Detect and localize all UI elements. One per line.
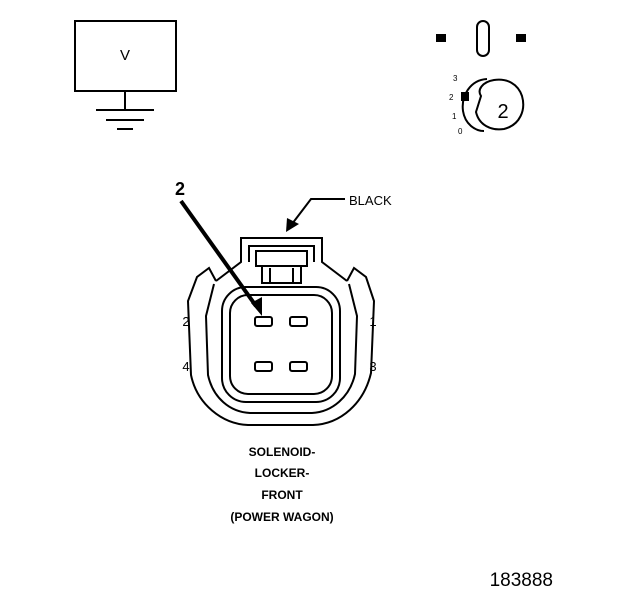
- selector-pos-2: 2: [449, 93, 454, 102]
- connector-name: SOLENOID- LOCKER- FRONT (POWER WAGON): [230, 445, 333, 524]
- ground-icon: [96, 109, 154, 130]
- pin-label-1: 1: [369, 314, 376, 329]
- selector-pos-1: 1: [452, 112, 457, 121]
- connector-name-line-2: LOCKER-: [255, 466, 310, 480]
- pin-label-2: 2: [182, 314, 189, 329]
- pin-label-3: 3: [369, 359, 376, 374]
- selector-pos-3: 3: [453, 74, 458, 83]
- connector-color-label: BLACK: [349, 193, 392, 208]
- selector-pos-0: 0: [458, 127, 463, 136]
- connector-name-line-4: (POWER WAGON): [230, 510, 333, 524]
- pin-cavities: [254, 316, 308, 372]
- connector-name-line-3: FRONT: [261, 488, 303, 502]
- connector-body: [186, 237, 376, 426]
- pin-cavity-4: [254, 361, 273, 372]
- pin-cavity-3: [289, 361, 308, 372]
- voltmeter-label: V: [120, 47, 130, 64]
- pin-cavity-2: [254, 316, 273, 327]
- pin-callout: 2: [175, 179, 262, 316]
- voltmeter-symbol: V: [74, 20, 177, 130]
- figure-number: 183888: [490, 570, 553, 591]
- pin-label-4: 4: [182, 359, 189, 374]
- selector-dial-icon: 3 2 1 0 2: [449, 74, 525, 136]
- connector-name-line-1: SOLENOID-: [249, 445, 316, 459]
- selector-setting: 2: [497, 101, 508, 123]
- color-leader: BLACK: [286, 193, 392, 232]
- pin-cavity-1: [289, 316, 308, 327]
- callout-number: 2: [175, 179, 185, 199]
- probe-icon: [436, 20, 526, 57]
